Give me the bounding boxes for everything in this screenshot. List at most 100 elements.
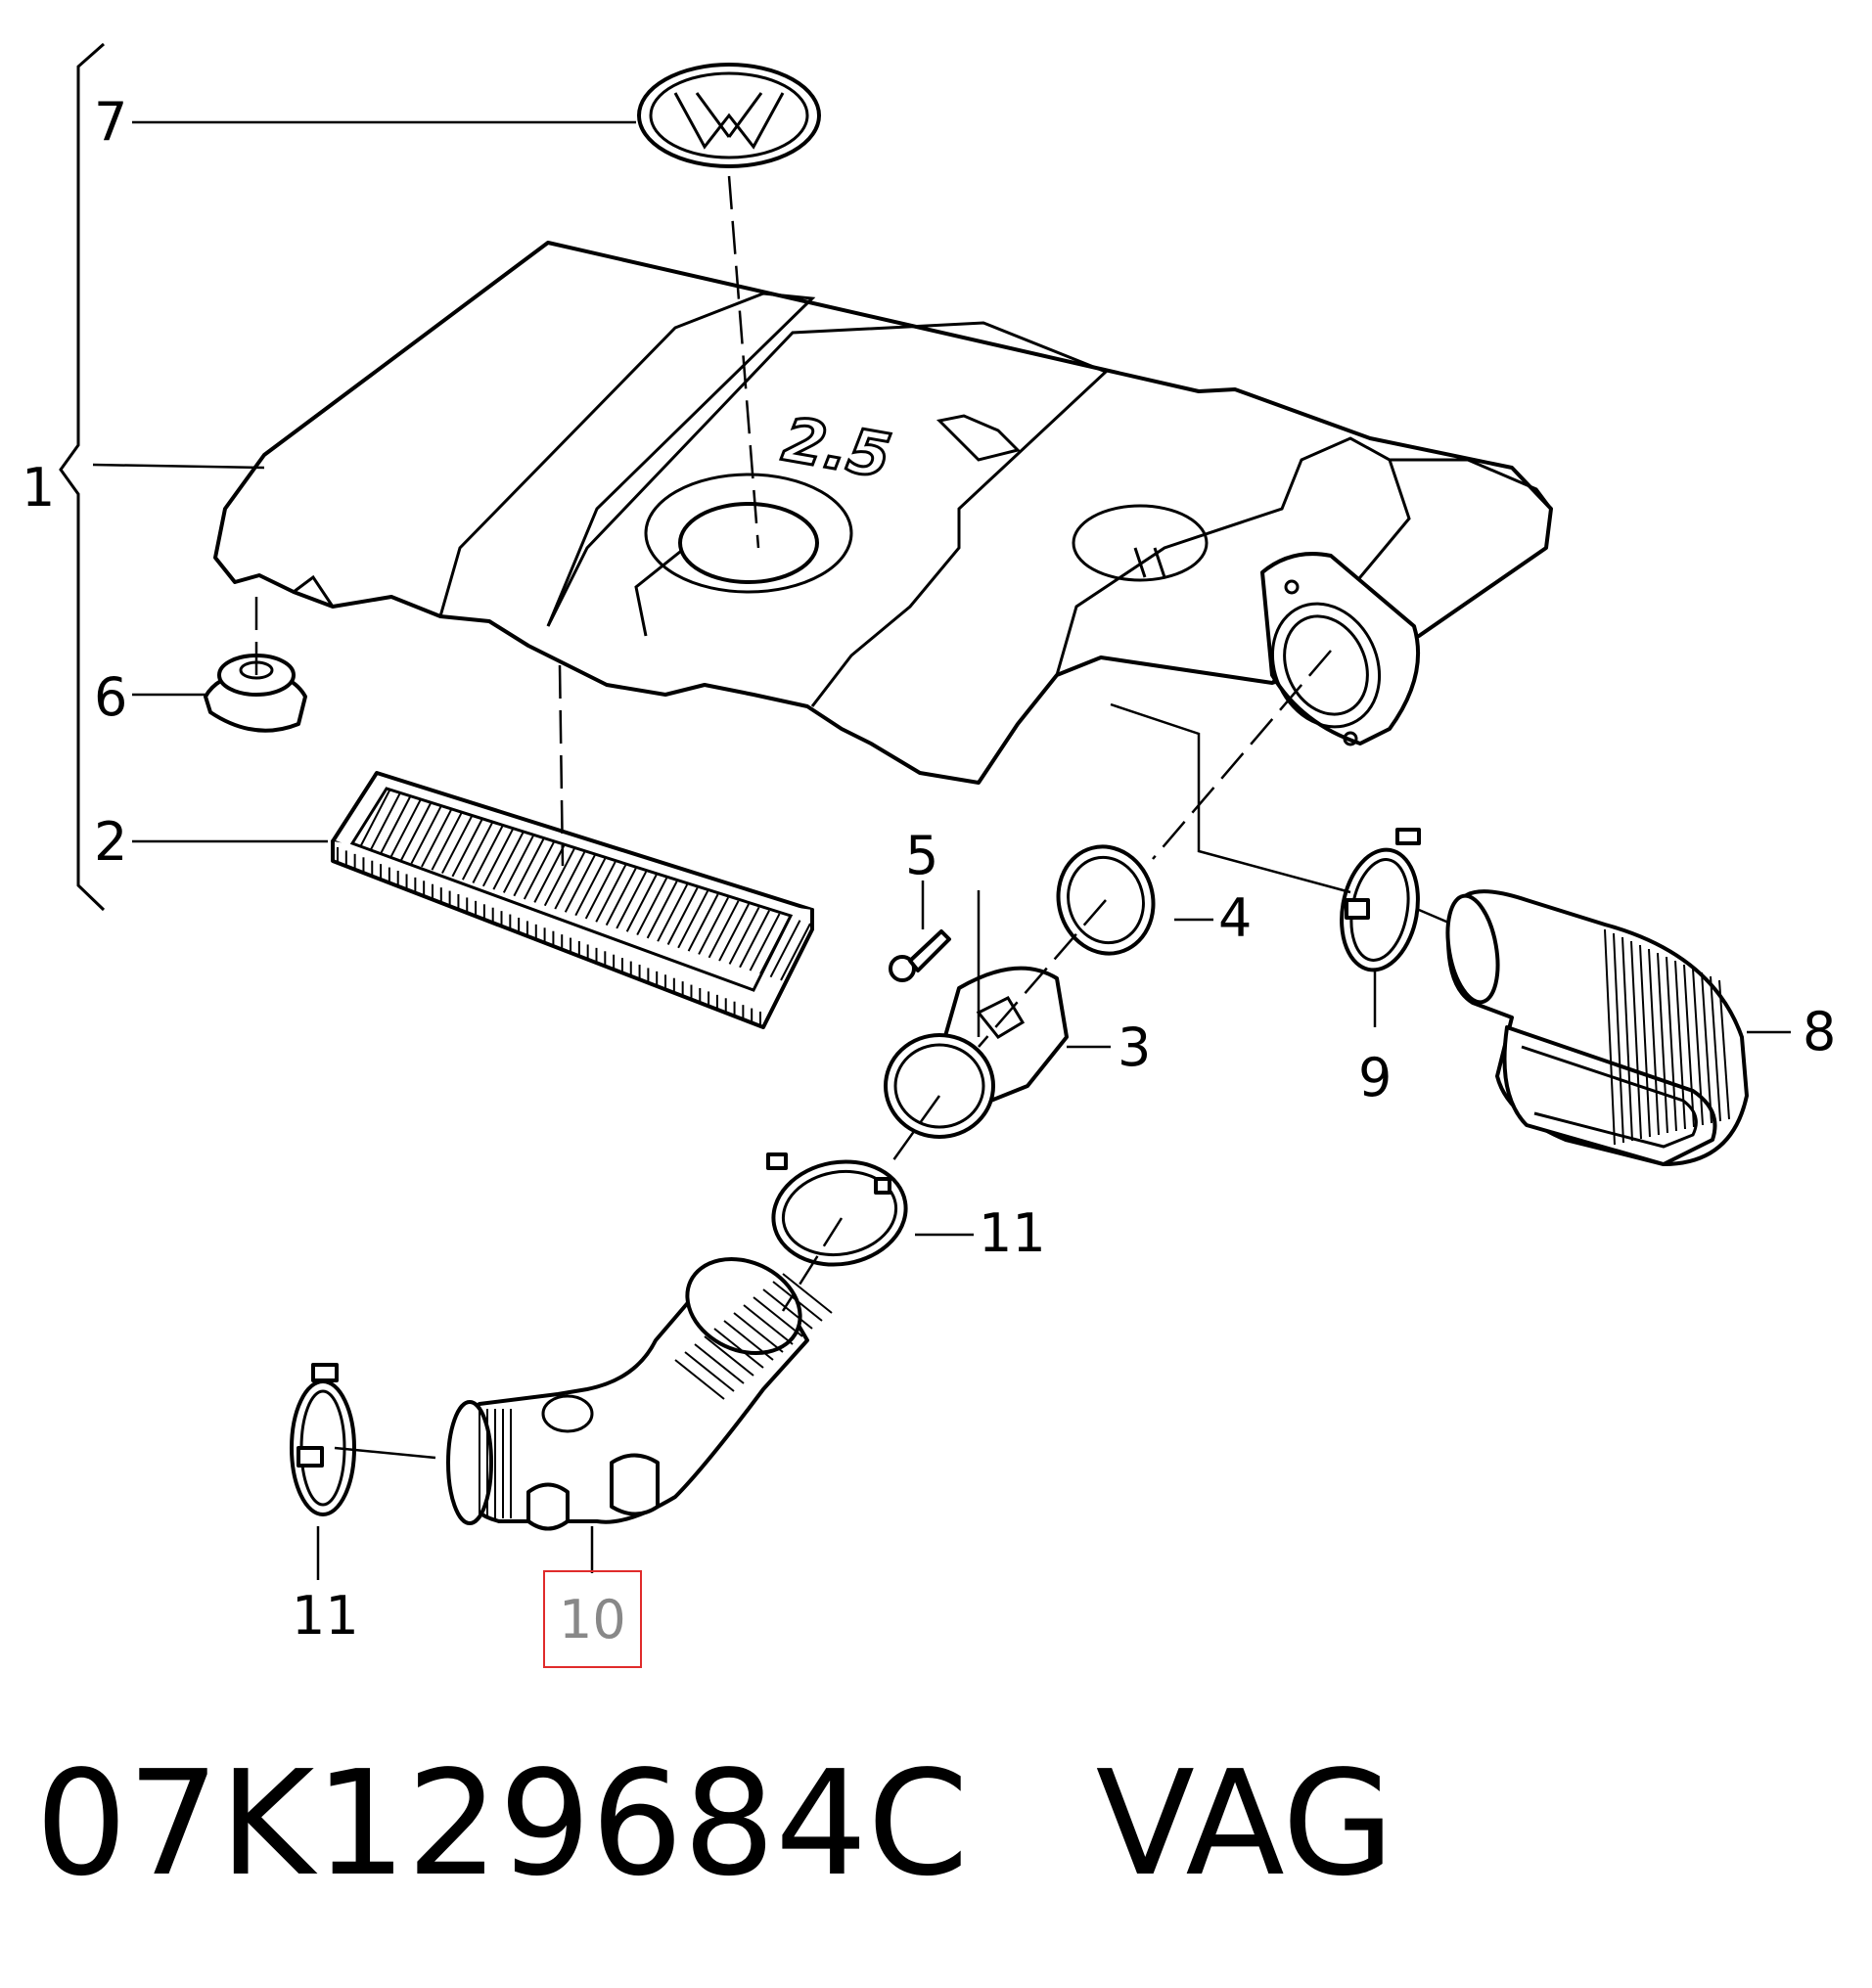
callout-11-upper[interactable]: 11: [979, 1202, 1046, 1264]
filter-pleat: [584, 861, 616, 920]
leader-line: [92, 463, 265, 470]
assembly-line: [781, 1217, 844, 1312]
part-number: 07K129684C: [35, 1740, 969, 1908]
callout-6[interactable]: 6: [94, 666, 128, 728]
assembly-line: [1418, 908, 1454, 926]
filter-pleat: [749, 913, 781, 971]
air-mass-meter[interactable]: [884, 966, 1069, 1139]
filter-pleat: [708, 900, 740, 959]
filter-pleat: [359, 790, 390, 848]
duct-rib: [1639, 944, 1651, 1138]
callout-10-highlighted[interactable]: 10: [543, 1570, 642, 1668]
filter-pleat: [431, 812, 463, 871]
engine-cover[interactable]: 2.5: [213, 241, 1553, 785]
assembly-line: [727, 175, 760, 549]
assembly-line: [558, 664, 565, 867]
brand-name: VAG: [1095, 1740, 1394, 1908]
duct-rib: [1648, 948, 1660, 1136]
hose-rib: [782, 1273, 833, 1314]
callout-7[interactable]: 7: [94, 91, 128, 153]
callout-11-lower[interactable]: 11: [292, 1585, 359, 1647]
duct-ribs: [1604, 928, 1730, 1146]
callout-9[interactable]: 9: [1358, 1047, 1393, 1108]
hose-clamp-upper[interactable]: [765, 1152, 914, 1275]
duct-rib: [1718, 979, 1730, 1120]
filter-pleat: [616, 871, 648, 929]
filter-pleat: [769, 920, 801, 978]
duct-rib: [1613, 932, 1624, 1144]
hose-rib: [694, 1343, 745, 1384]
callout-8[interactable]: 8: [1803, 1001, 1837, 1062]
hose-rib: [772, 1281, 823, 1322]
hose-rib: [762, 1288, 813, 1330]
filter-pleat: [400, 802, 432, 861]
duct-rib: [1710, 975, 1721, 1122]
duct-rib: [1621, 936, 1633, 1142]
hose-rib: [733, 1312, 784, 1353]
filter-pleat: [666, 887, 699, 945]
filter-pleat: [657, 883, 689, 942]
filter-pleat: [677, 890, 709, 949]
filter-pleat: [554, 851, 586, 910]
filter-pleat: [698, 897, 729, 955]
duct-rib: [1683, 964, 1695, 1128]
filter-pleat: [410, 806, 442, 865]
filter-pleat: [636, 878, 668, 936]
filter-pleat: [718, 903, 750, 962]
filter-pleat: [759, 916, 791, 974]
filter-pleat: [523, 841, 555, 900]
filter-pleat: [441, 816, 473, 874]
assembly-line: [889, 1095, 941, 1165]
hose-rib: [713, 1328, 764, 1369]
duct-rib: [1701, 971, 1712, 1124]
filter-pleat: [780, 923, 811, 981]
filter-pleat: [687, 893, 719, 952]
hose-ribs: [479, 1273, 833, 1518]
duct-rib: [1604, 928, 1616, 1146]
duct-rib: [1657, 952, 1668, 1134]
group-bracket: [59, 42, 106, 912]
callout-5[interactable]: 5: [905, 825, 939, 886]
filter-pleats: [337, 790, 811, 1027]
callout-1[interactable]: 1: [22, 457, 56, 519]
filter-pleat: [533, 844, 566, 903]
hose-rib: [704, 1335, 754, 1377]
assembly-line: [978, 899, 1107, 1048]
hose-rib: [743, 1304, 794, 1345]
filter-pleat: [625, 874, 658, 932]
filter-pleat: [502, 835, 534, 893]
duct-rib: [1692, 968, 1704, 1126]
vw-emblem[interactable]: [637, 63, 821, 168]
leader-line: [334, 1446, 436, 1460]
callout-2[interactable]: 2: [94, 811, 128, 873]
duct-rib: [1630, 940, 1642, 1140]
hose-clamp-lower[interactable]: [290, 1363, 356, 1516]
filter-pleat: [574, 858, 607, 917]
leader-line: [1110, 702, 1351, 894]
screw[interactable]: [889, 929, 951, 982]
hose-rib: [674, 1359, 725, 1400]
leader-line: [921, 881, 981, 1037]
filter-pleat: [728, 906, 760, 965]
assembly-line: [1152, 650, 1332, 860]
hose-rib: [723, 1320, 774, 1361]
filter-pleat: [564, 854, 596, 913]
filter-pleat: [461, 822, 493, 881]
filter-pleat: [481, 829, 514, 887]
filter-pleat: [451, 819, 483, 878]
filter-pleat: [646, 881, 678, 939]
intake-duct[interactable]: [1440, 889, 1749, 1166]
filter-pleat: [492, 832, 525, 890]
filter-pleat: [739, 910, 770, 969]
hose-rib: [684, 1351, 735, 1392]
filter-pleat: [605, 868, 637, 926]
hose-clamp-right[interactable]: [1333, 828, 1427, 976]
filter-pleat: [380, 796, 411, 855]
filter-pleat: [595, 864, 627, 923]
callout-4[interactable]: 4: [1218, 887, 1253, 949]
callout-3[interactable]: 3: [1118, 1017, 1152, 1078]
filter-pleat: [369, 792, 401, 851]
duct-rib: [1666, 956, 1677, 1132]
